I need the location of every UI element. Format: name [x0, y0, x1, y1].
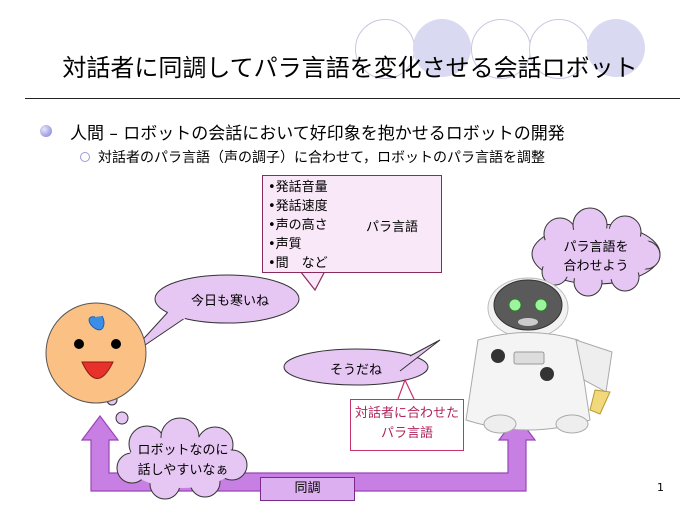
paralanguage-item: •発話速度 [268, 199, 328, 214]
human-speech-bubble [125, 274, 300, 359]
robot-thought-cloud [527, 207, 661, 307]
title-divider [25, 98, 680, 99]
adjust-line: 対話者に合わせた [354, 406, 459, 421]
sync-label: 同調 [260, 477, 355, 501]
sync-arrow [80, 415, 537, 492]
slide-title: 対話者に同調してパラ言語を変化させる会話ロボット [62, 54, 638, 82]
human-face-illustration [45, 302, 147, 404]
bullet-sub-text: 対話者のパラ言語（声の調子）に合わせて，ロボットのパラ言語を調整 [98, 150, 546, 166]
page-number: 1 [657, 481, 664, 494]
paralanguage-item: •発話音量 [268, 180, 328, 195]
paralanguage-item: •声質 [268, 237, 302, 252]
human-thought-cloud [106, 394, 248, 500]
robot-speech-bubble [283, 339, 441, 386]
box-pointer [299, 270, 326, 292]
adjust-pointer [397, 378, 415, 400]
robot-thought-text: パラ言語を 合わせよう [548, 238, 644, 276]
robot-speech-text: そうだね [329, 363, 382, 378]
adjust-line: パラ言語 [380, 426, 433, 441]
human-thought-text: ロボットなのに 話しやすいなぁ [128, 441, 238, 481]
paralanguage-label: パラ言語 [366, 220, 419, 235]
decorative-circle [529, 19, 589, 79]
paralanguage-list: •発話音量 •発話速度 •声の高さ •声質 •間 など [268, 178, 328, 273]
robot-thought-line: パラ言語を [563, 240, 629, 255]
decorative-circle [413, 19, 471, 77]
paralanguage-item: •声の高さ [268, 218, 328, 233]
paralanguage-item: •間 など [268, 256, 328, 271]
bullet-icon [40, 125, 52, 137]
decorative-circle [587, 19, 645, 77]
human-thought-line: ロボットなのに [137, 443, 229, 458]
sub-bullet-icon [80, 152, 90, 162]
adjusted-paralanguage-box: 対話者に合わせた パラ言語 [350, 399, 464, 451]
human-speech-text: 今日も寒いね [190, 294, 269, 309]
decorative-circle [355, 19, 415, 79]
decorative-circle [471, 19, 531, 79]
robot-thought-line: 合わせよう [563, 259, 629, 274]
bullet-main-text: 人間 – ロボットの会話において好印象を抱かせるロボットの開発 [70, 124, 565, 144]
paralanguage-box [262, 175, 442, 273]
human-thought-line: 話しやすいなぁ [137, 463, 229, 478]
robot-illustration [465, 277, 613, 434]
